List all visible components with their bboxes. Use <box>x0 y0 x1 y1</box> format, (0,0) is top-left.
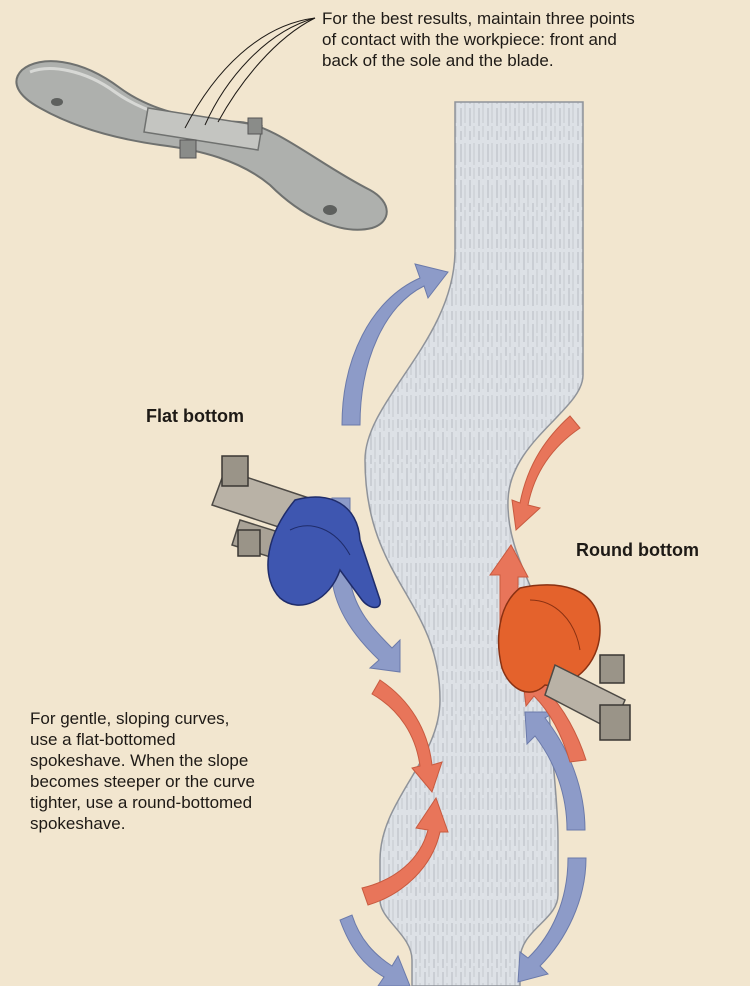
workpiece <box>365 102 583 986</box>
label-round-bottom: Round bottom <box>576 540 699 561</box>
spokeshave-illustration <box>16 61 386 230</box>
arrow-red-left-mid <box>372 680 442 792</box>
leader-lines <box>185 18 315 128</box>
bottom-caption: For gentle, sloping curves, use a flat-b… <box>30 708 340 834</box>
flat-bottom-spokeshave <box>212 456 380 608</box>
label-flat-bottom: Flat bottom <box>146 406 244 427</box>
top-caption: For the best results, maintain three poi… <box>322 8 742 71</box>
